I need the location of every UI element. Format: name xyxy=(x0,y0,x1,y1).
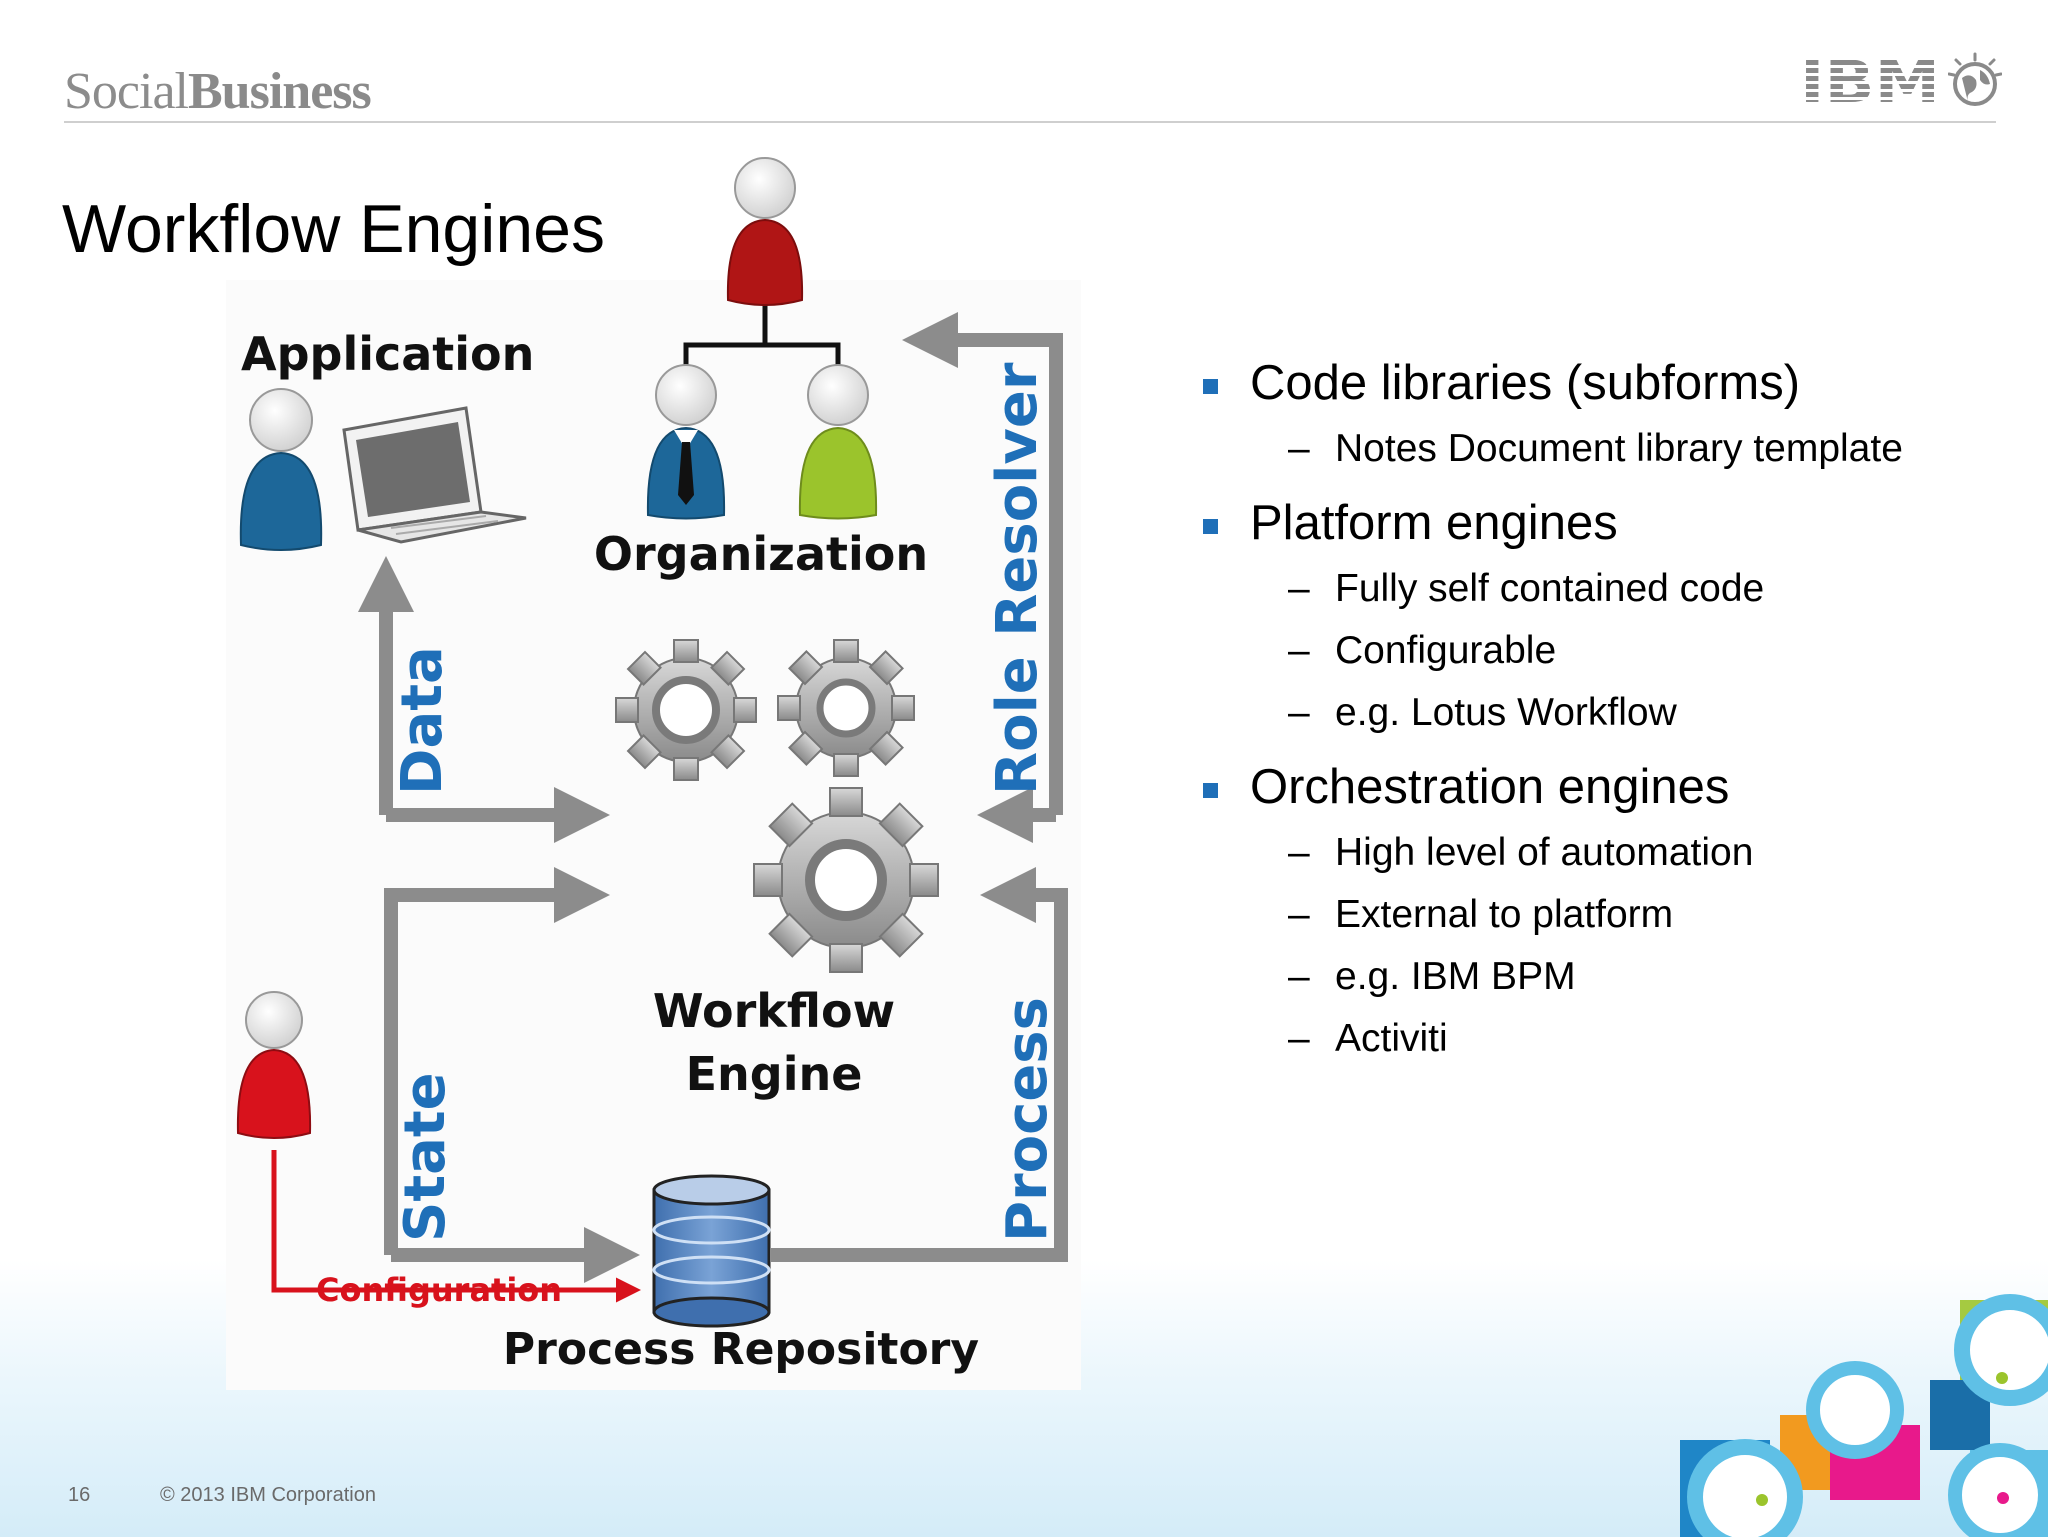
state-arrow-to-engine xyxy=(384,867,610,1255)
sub-bullet-item: –High level of automation xyxy=(1200,829,2000,877)
state-label: State xyxy=(393,1072,458,1242)
repository-label: Process Repository xyxy=(503,1324,979,1375)
database-icon xyxy=(652,1174,771,1328)
gear-icon xyxy=(753,787,939,973)
sub-bullet-text: External to platform xyxy=(1335,893,1674,936)
decorative-graphic xyxy=(1680,1294,2048,1537)
workflow-diagram: Application Organization Workflow Engine… xyxy=(226,157,1081,1390)
dash-icon: – xyxy=(1288,893,1310,936)
dash-icon: – xyxy=(1288,691,1310,734)
engine-label-line2: Engine xyxy=(686,1047,863,1101)
ibm-logo: IBM xyxy=(1800,52,1940,108)
sub-bullet-text: e.g. Lotus Workflow xyxy=(1335,691,1677,734)
employee-icon xyxy=(798,364,878,520)
application-label: Application xyxy=(241,327,534,381)
sub-bullet-text: Notes Document library template xyxy=(1335,427,1903,470)
sub-bullet-item: –Configurable xyxy=(1200,627,2000,675)
ibm-logo-text: IBM xyxy=(1800,52,1940,108)
social-business-logo: SocialBusiness xyxy=(64,63,372,120)
user-icon xyxy=(239,388,323,551)
role-resolver-arrow-to-organization xyxy=(902,312,1063,815)
sub-bullet-item: –Activiti xyxy=(1200,1015,2000,1063)
sub-bullet-item: –e.g. Lotus Workflow xyxy=(1200,689,2000,737)
configuration-label: Configuration xyxy=(316,1271,562,1309)
slide-title: Workflow Engines xyxy=(62,191,605,267)
sub-bullet-text: Configurable xyxy=(1335,629,1557,672)
bullet-item: Platform engines xyxy=(1200,495,2000,551)
sub-bullet-item: –e.g. IBM BPM xyxy=(1200,953,2000,1001)
process-arrow-to-engine xyxy=(771,867,1068,1262)
dash-icon: – xyxy=(1288,629,1310,672)
dash-icon: – xyxy=(1288,567,1310,610)
bullet-item: Code libraries (subforms) xyxy=(1200,355,2000,411)
dash-icon: – xyxy=(1288,955,1310,998)
globe-icon xyxy=(1948,52,2002,106)
process-label: Process xyxy=(995,997,1060,1242)
gear-icon xyxy=(777,639,915,777)
laptop-icon xyxy=(342,406,527,544)
organization-label: Organization xyxy=(594,527,928,581)
gear-icon xyxy=(615,639,757,781)
org-connector xyxy=(683,305,841,372)
businessman-icon xyxy=(646,364,726,520)
dash-icon: – xyxy=(1288,1017,1310,1060)
engine-label-line1: Workflow xyxy=(653,984,895,1038)
sub-bullet-item: –Notes Document library template xyxy=(1200,425,2000,473)
sub-bullet-item: –Fully self contained code xyxy=(1200,565,2000,613)
configuration-arrow xyxy=(271,1150,641,1303)
sub-bullet-text: Activiti xyxy=(1335,1017,1448,1060)
copyright-text: © 2013 IBM Corporation xyxy=(160,1484,376,1506)
sub-bullet-text: Fully self contained code xyxy=(1335,567,1765,610)
dash-icon: – xyxy=(1288,427,1310,470)
manager-icon xyxy=(726,157,804,306)
admin-user-icon xyxy=(236,991,312,1139)
role-resolver-label: Role Resolver xyxy=(985,362,1050,795)
sub-bullet-item: –External to platform xyxy=(1200,891,2000,939)
data-label: Data xyxy=(390,646,455,795)
bullet-list: Code libraries (subforms)–Notes Document… xyxy=(1200,355,2000,1063)
sub-bullet-text: High level of automation xyxy=(1335,831,1754,874)
dash-icon: – xyxy=(1288,831,1310,874)
sub-bullet-text: e.g. IBM BPM xyxy=(1335,955,1576,998)
slide-number: 16 xyxy=(68,1484,91,1506)
header-divider xyxy=(64,121,1996,123)
bullet-item: Orchestration engines xyxy=(1200,759,2000,815)
